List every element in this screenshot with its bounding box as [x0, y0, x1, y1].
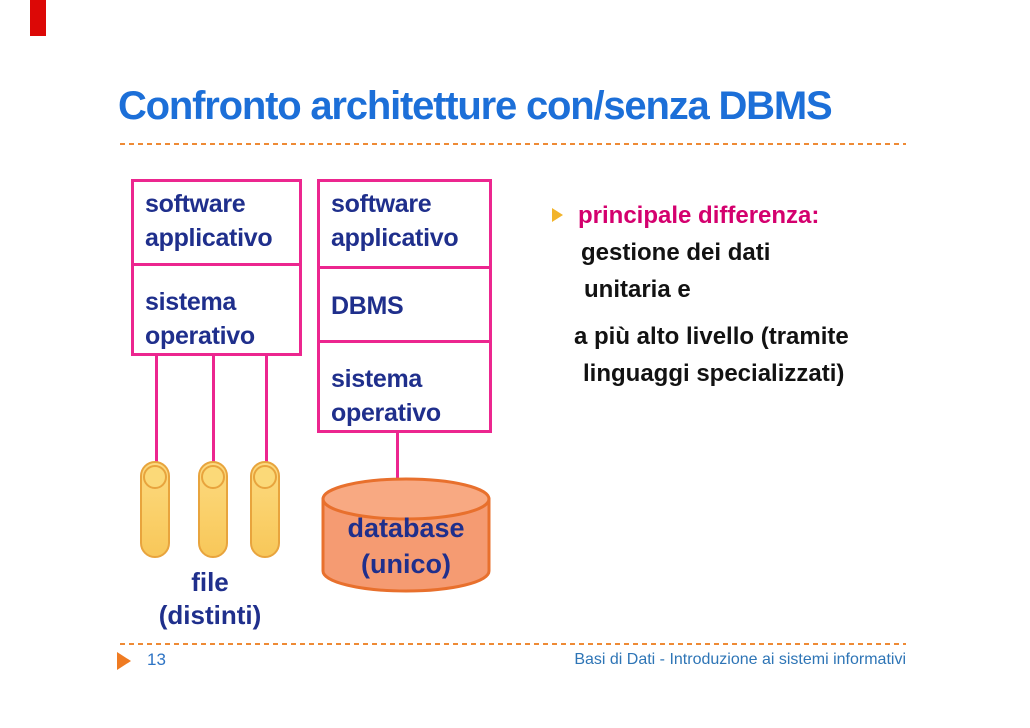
footer-course-title: Basi di Dati - Introduzione ai sistemi i… [574, 651, 906, 668]
footer-triangle-icon [117, 652, 131, 670]
connector-line-file-2 [212, 356, 215, 462]
corner-red-bar [30, 0, 46, 36]
files-label: file (distinti) [125, 566, 295, 632]
footer-divider [120, 643, 906, 645]
slide-title: Confronto architetture con/senza DBMS [118, 84, 833, 128]
database-label: database (unico) [320, 510, 492, 582]
stack-cell-software-applicativo: software applicativo [145, 190, 273, 252]
stack-cell-dbms: DBMS [320, 265, 489, 340]
file-cylinder-top [253, 465, 277, 489]
stack-with-dbms: software applicativo DBMS sistema operat… [317, 179, 492, 433]
main-point-line: gestione dei dati [581, 239, 771, 266]
stack-without-dbms: software applicativo sistema operativo [131, 179, 302, 356]
page-number: 13 [147, 650, 166, 669]
connector-line-database [396, 433, 399, 481]
main-point-line: a più alto livello (tramite [574, 323, 849, 350]
database-cylinder-icon [321, 477, 491, 593]
connector-line-file-3 [265, 356, 268, 462]
file-cylinder-icon [250, 461, 280, 558]
files-label-line2: (distinti) [158, 600, 262, 630]
stack-cell-sistema-operativo: sistema operativo [134, 263, 299, 353]
file-cylinder-top [201, 465, 225, 489]
database-label-line2: (unico) [361, 549, 451, 579]
files-label-line1: file [191, 567, 229, 597]
file-cylinder-top [143, 465, 167, 489]
main-point-line: linguaggi specializzati) [583, 360, 845, 387]
title-divider [120, 143, 906, 145]
connector-line-file-1 [155, 356, 158, 462]
stack-cell-software-applicativo: software applicativo [331, 190, 459, 252]
main-point-heading: principale differenza: [578, 202, 820, 229]
bullet-triangle-icon [552, 208, 563, 222]
main-point-line: unitaria e [584, 276, 691, 303]
file-cylinder-icon [198, 461, 228, 558]
stack-cell-sistema-operativo: sistema operativo [320, 340, 489, 430]
database-label-line1: database [347, 513, 465, 543]
file-cylinder-icon [140, 461, 170, 558]
